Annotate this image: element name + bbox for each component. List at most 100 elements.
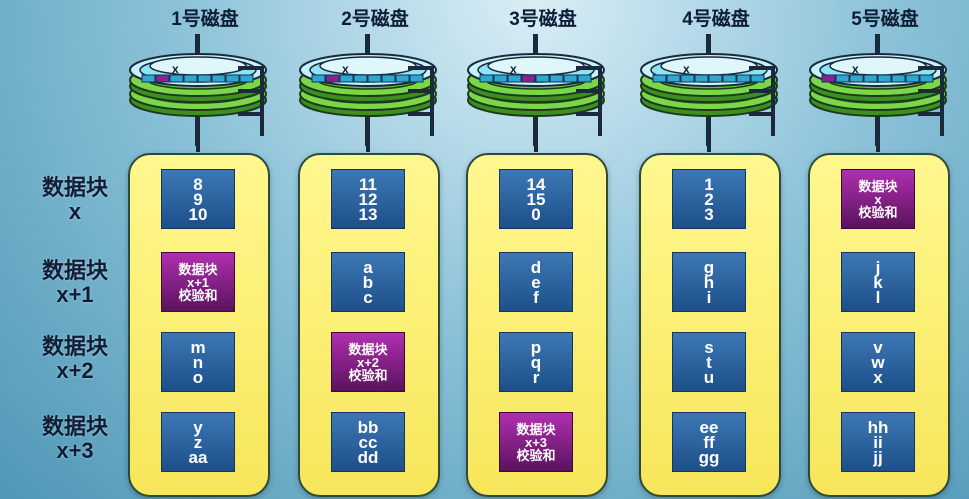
row-label-x1: 数据块 x+1 (20, 259, 130, 307)
block-line: cc (358, 432, 378, 452)
block-line: c (363, 287, 373, 307)
block-line: a (363, 257, 373, 277)
block-line: v (873, 337, 883, 357)
block-line: jj (873, 447, 883, 467)
block-line: l (875, 287, 881, 307)
disk-title: 3号磁盘 (509, 9, 577, 30)
disk-title: 5号磁盘 (851, 9, 919, 30)
block-line: 2 (704, 189, 714, 209)
hard-disk-icon: x (290, 34, 460, 157)
block-line: h (703, 272, 715, 292)
block-line: gg (698, 447, 720, 467)
block-line: aa (188, 447, 208, 467)
row-label-line: x+1 (56, 282, 94, 307)
block-line: 数据块 (858, 178, 898, 194)
block-line: w (871, 352, 885, 372)
block-line: b (362, 272, 374, 292)
block-line: 校验和 (178, 287, 218, 303)
block-line: e (531, 272, 541, 292)
block-line: x+1 (186, 274, 210, 290)
block-line: n (192, 352, 204, 372)
block-line: z (193, 432, 203, 452)
platter-label: x (510, 62, 517, 76)
block-line: j (875, 257, 881, 277)
row-label-line: x (68, 199, 82, 224)
row-label-line: 数据块 (41, 175, 108, 200)
block-line: 10 (188, 204, 208, 224)
block-line: ee (699, 417, 719, 437)
block-line: 13 (358, 204, 378, 224)
block-line: x+3 (524, 434, 548, 450)
block-line: 8 (193, 174, 203, 194)
block-line: p (530, 337, 542, 357)
block-line: dd (357, 447, 379, 467)
hard-disk-icon: x (120, 34, 290, 157)
block-line: 校验和 (858, 204, 898, 220)
platter-label: x (342, 62, 349, 76)
block-line: q (530, 352, 542, 372)
block-line: t (706, 352, 712, 372)
row-label-x3: 数据块 x+3 (20, 415, 130, 463)
hard-disk-icon: x (800, 34, 969, 157)
block-line: ii (873, 432, 883, 452)
block-line: y (193, 417, 203, 437)
hard-disk-icon: x (631, 34, 801, 157)
block-line: 15 (526, 189, 546, 209)
block-line: bb (357, 417, 379, 437)
disk-title: 4号磁盘 (682, 9, 750, 30)
block-line: 3 (704, 204, 714, 224)
block-line: u (703, 367, 715, 387)
row-label-line: 数据块 (41, 258, 108, 283)
block-line: 数据块 (348, 341, 388, 357)
hard-disk-icon: x (458, 34, 628, 157)
block-line: f (533, 287, 539, 307)
block-line: d (530, 257, 542, 277)
block-line: x (874, 191, 882, 207)
block-line: hh (867, 417, 889, 437)
block-line: 校验和 (348, 367, 388, 383)
row-label-line: 数据块 (41, 334, 108, 359)
block-line: s (704, 337, 714, 357)
block-line: i (706, 287, 712, 307)
block-line: 9 (193, 189, 203, 209)
disk-title: 1号磁盘 (171, 9, 239, 30)
block-line: 0 (531, 204, 541, 224)
row-label-x: 数据块 x (20, 176, 130, 224)
platter-label: x (683, 62, 690, 76)
block-line: x+2 (356, 354, 380, 370)
block-line: 12 (358, 189, 378, 209)
block-line: m (190, 337, 206, 357)
row-label-x2: 数据块 x+2 (20, 335, 130, 383)
block-line: k (873, 272, 883, 292)
row-label-line: 数据块 (41, 414, 108, 439)
block-line: o (192, 367, 204, 387)
